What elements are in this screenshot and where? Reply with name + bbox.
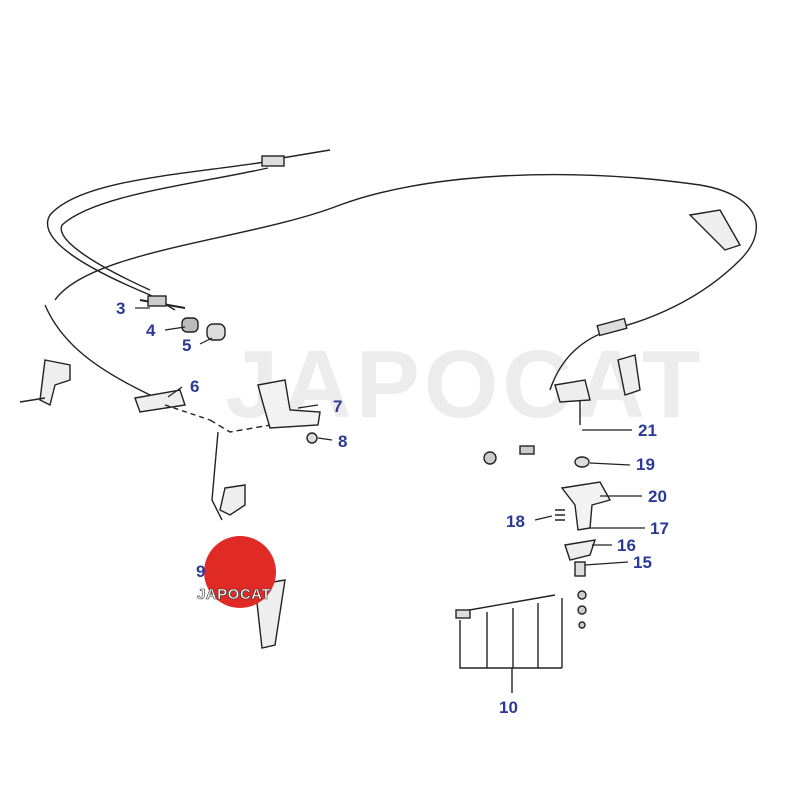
callout-16: 16 [617, 536, 636, 555]
main-cable [54, 173, 757, 391]
callout-5: 5 [182, 336, 192, 355]
callout-18: 18 [506, 512, 525, 531]
callout-21: 21 [638, 421, 657, 440]
callout-10: 10 [499, 698, 518, 717]
callout-8: 8 [338, 432, 348, 451]
throttle-cable-lower [60, 167, 269, 291]
callout-3: 3 [116, 299, 126, 318]
callout-15: 15 [633, 553, 652, 572]
callout-6: 6 [190, 377, 200, 396]
callout-4: 4 [146, 321, 156, 340]
logo-text: JAPOCAT [197, 586, 272, 604]
callout-19: 19 [636, 455, 655, 474]
callout-17: 17 [650, 519, 669, 538]
callout-7: 7 [333, 397, 343, 416]
callout-20: 20 [648, 487, 667, 506]
callout-9: 9 [196, 562, 206, 581]
japocat-logo [204, 536, 276, 608]
throttle-cable-upper [47, 161, 266, 311]
